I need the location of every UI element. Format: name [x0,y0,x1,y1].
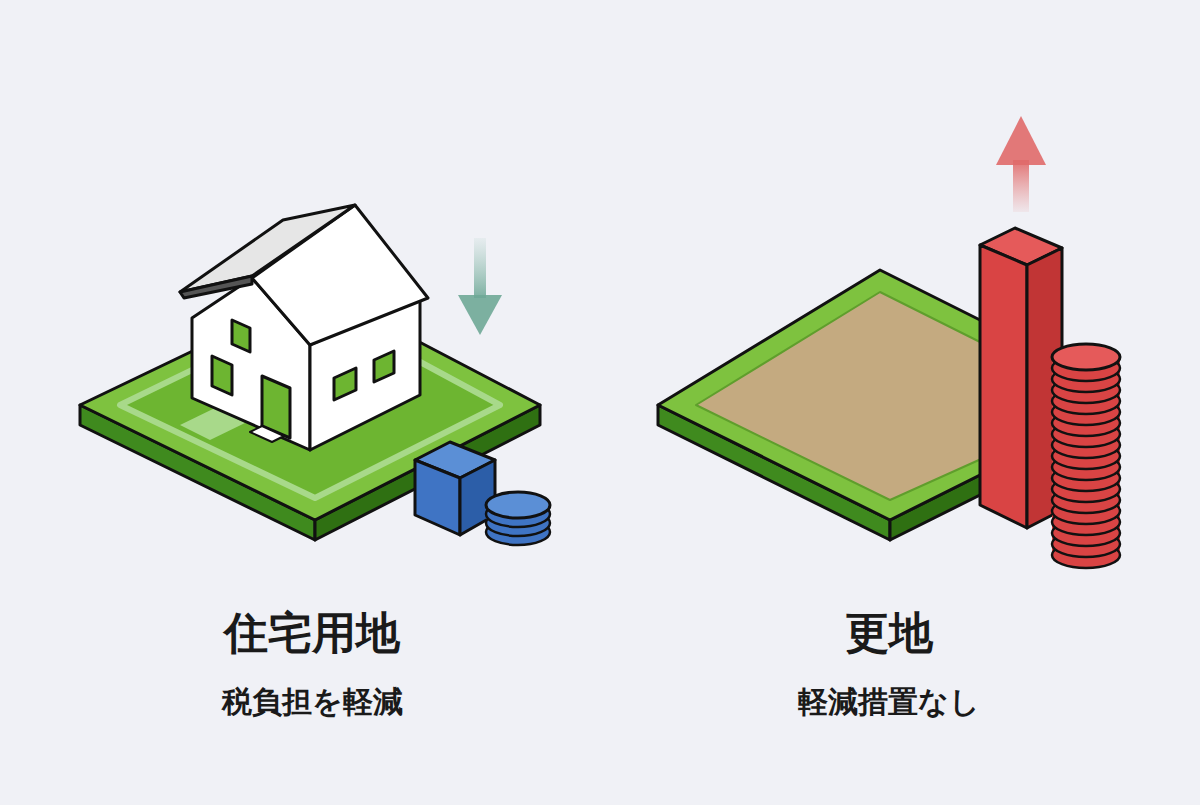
lot-heading: 更地 [845,604,933,663]
lot-heading: 住宅用地 [224,604,400,663]
down-arrow [474,238,486,298]
coin-stack [1052,344,1120,568]
up-arrow [996,116,1046,165]
down-arrow [458,295,502,335]
up-arrow [1013,160,1029,212]
house-lot [80,205,540,540]
lot-note: 軽減措置なし [798,682,980,723]
coin-stack [486,492,550,545]
lot-note: 税負担を軽減 [222,682,403,723]
vacant-lot [658,228,1062,540]
